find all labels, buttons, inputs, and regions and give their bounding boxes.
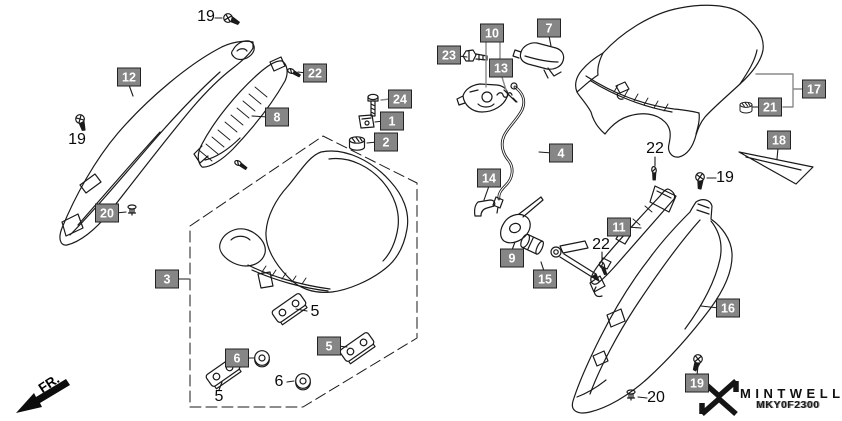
part-label-12[interactable]: 12 xyxy=(117,67,141,87)
part-label-16[interactable]: 16 xyxy=(716,298,740,318)
part-label-22-b[interactable]: 22 xyxy=(646,140,664,157)
latch-lock-drawing xyxy=(456,42,600,282)
part-label-20-a[interactable]: 20 xyxy=(647,389,665,406)
fr-direction-arrow xyxy=(16,379,70,413)
part-label-3[interactable]: 3 xyxy=(155,269,179,289)
part-label-4[interactable]: 4 xyxy=(549,143,573,163)
part-label-17[interactable]: 17 xyxy=(802,79,826,99)
part-label-22-a[interactable]: 22 xyxy=(592,236,610,253)
part-label-6[interactable]: 6 xyxy=(225,348,249,368)
part-label-5[interactable]: 5 xyxy=(317,336,341,356)
part-label-19-b[interactable]: 19 xyxy=(68,131,86,148)
diagram-code-text: MKY0F2300 xyxy=(756,399,820,411)
part-label-19[interactable]: 19 xyxy=(685,373,709,393)
part-label-1[interactable]: 1 xyxy=(380,111,404,131)
part-label-23[interactable]: 23 xyxy=(437,45,461,65)
part-label-19-a[interactable]: 19 xyxy=(197,8,215,25)
part-label-22[interactable]: 22 xyxy=(303,63,327,83)
part-label-15[interactable]: 15 xyxy=(533,269,557,289)
part-label-2[interactable]: 2 xyxy=(374,132,398,152)
inner-panel-drawing xyxy=(193,56,288,168)
part-label-8[interactable]: 8 xyxy=(265,107,289,127)
part-label-18[interactable]: 18 xyxy=(767,130,791,150)
part-label-10[interactable]: 10 xyxy=(480,23,504,43)
pillion-seat-drawing xyxy=(575,4,764,158)
part-label-7[interactable]: 7 xyxy=(537,18,561,38)
part-label-13[interactable]: 13 xyxy=(489,58,513,78)
part-label-14[interactable]: 14 xyxy=(477,168,501,188)
watermark-brand-text: MINTWELL xyxy=(740,386,842,401)
leader-lines xyxy=(115,17,803,399)
part-label-6-a[interactable]: 6 xyxy=(274,373,284,390)
part-label-9[interactable]: 9 xyxy=(500,248,524,268)
seat-assembly-drawing xyxy=(189,135,418,408)
part-label-21[interactable]: 21 xyxy=(758,97,782,117)
part-label-5-b[interactable]: 5 xyxy=(214,388,224,405)
part-label-20[interactable]: 20 xyxy=(95,203,119,223)
part-label-19-c[interactable]: 19 xyxy=(716,169,734,186)
fasteners-drawing xyxy=(73,12,753,401)
rubber-mounts-drawing xyxy=(204,291,378,391)
part-label-11[interactable]: 11 xyxy=(607,217,631,237)
part-label-5-a[interactable]: 5 xyxy=(310,303,320,320)
left-side-cowl-drawing xyxy=(59,40,255,246)
part-label-24[interactable]: 24 xyxy=(388,89,412,109)
